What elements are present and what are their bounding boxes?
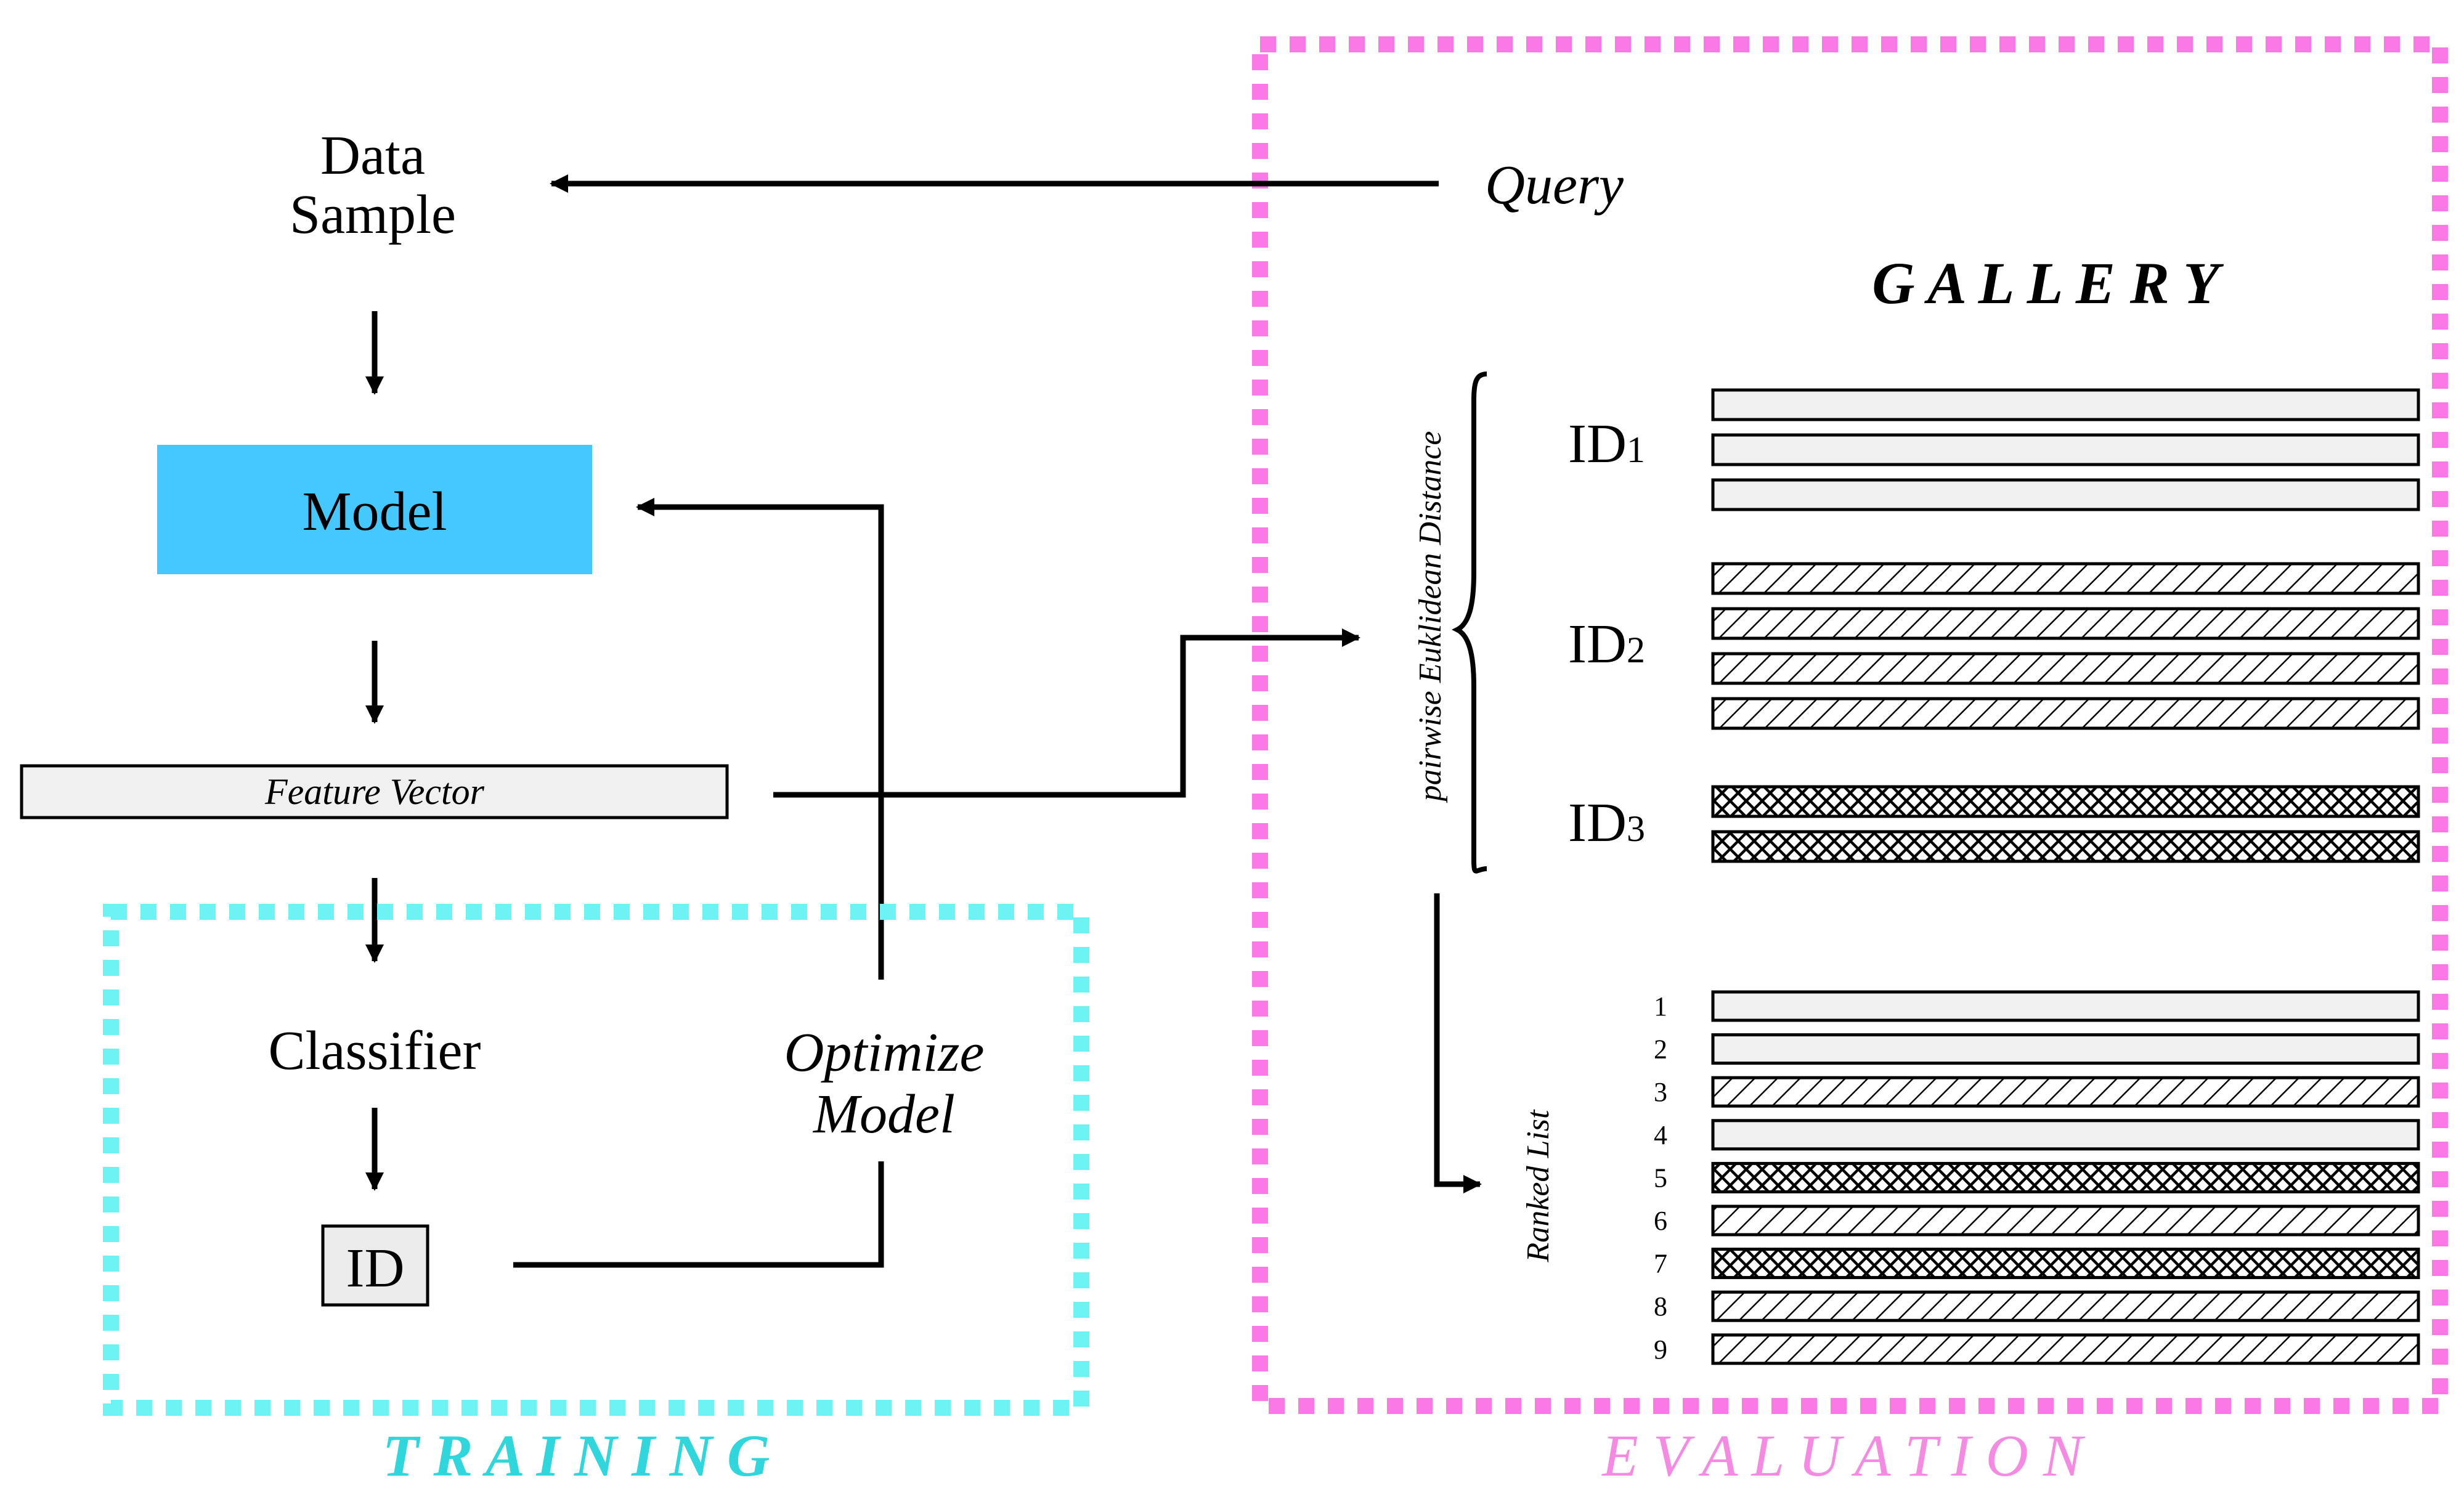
id-box bbox=[321, 1224, 429, 1307]
evaluation-section-label: E V A L U A T I O N bbox=[1601, 1423, 2086, 1489]
ranked-number: 9 bbox=[1654, 1334, 1667, 1365]
optimize-label-line2: Model bbox=[812, 1084, 955, 1145]
gallery-group-3: ID3 bbox=[1568, 792, 1645, 853]
gallery-bar bbox=[1711, 433, 2420, 466]
ranked-bar bbox=[1711, 1033, 2420, 1065]
ranked-number: 4 bbox=[1654, 1120, 1667, 1150]
gallery-bar bbox=[1711, 785, 2420, 818]
ranked-number: 2 bbox=[1654, 1034, 1667, 1065]
ranked-number: 1 bbox=[1654, 991, 1667, 1022]
gallery-bar bbox=[1711, 388, 2420, 421]
ranked-bar bbox=[1711, 1076, 2420, 1108]
gallery-bar bbox=[1711, 652, 2420, 685]
optimize-to-model-arrow bbox=[636, 498, 884, 980]
gallery-bar bbox=[1711, 562, 2420, 595]
feature-to-evaluation-line bbox=[773, 628, 1360, 798]
model-box bbox=[157, 445, 592, 574]
ranked-list-label: Ranked List bbox=[1521, 1109, 1556, 1263]
gallery-group-label: ID1 bbox=[1568, 413, 1645, 474]
distance-label: pairwise Euklidean Distance bbox=[1413, 431, 1448, 804]
ranked-bar bbox=[1711, 1333, 2420, 1365]
gallery-bar bbox=[1711, 830, 2420, 863]
classifier-label: Classifier bbox=[269, 1020, 481, 1081]
gallery-bar bbox=[1711, 607, 2420, 640]
ranked-bar bbox=[1711, 1161, 2420, 1193]
training-section-label: T R A I N I N G bbox=[383, 1423, 770, 1489]
data-sample-label-line2: Sample bbox=[290, 184, 456, 245]
ranked-bar bbox=[1711, 1248, 2420, 1280]
ranked-number: 7 bbox=[1654, 1249, 1667, 1279]
ranked-number: 6 bbox=[1654, 1206, 1667, 1236]
gallery-bars bbox=[1711, 388, 2420, 863]
ranked-number: 5 bbox=[1654, 1163, 1667, 1193]
training-frame bbox=[103, 904, 1089, 1416]
gallery-bar bbox=[1711, 478, 2420, 511]
gallery-group-2: ID2 bbox=[1568, 614, 1645, 675]
gallery-group-label: ID2 bbox=[1568, 614, 1645, 675]
gallery-group-1: ID1 bbox=[1568, 413, 1645, 474]
feature-vector-bar bbox=[20, 764, 729, 819]
gallery-bar bbox=[1711, 697, 2420, 730]
ranked-list-arrow bbox=[1434, 893, 1482, 1193]
id-label: ID bbox=[346, 1238, 405, 1299]
ranked-bar bbox=[1711, 1204, 2420, 1237]
data-sample-label-line1: Data bbox=[320, 125, 425, 186]
optimize-feedback-line bbox=[513, 1161, 884, 1268]
gallery-brace bbox=[1452, 372, 1487, 874]
optimize-label-line1: Optimize bbox=[784, 1022, 985, 1083]
ranked-number: 8 bbox=[1654, 1291, 1667, 1322]
feature-vector-label: Feature Vector bbox=[264, 771, 485, 812]
ranked-bar bbox=[1711, 1290, 2420, 1322]
ranked-bars: 1 2 3 4 5 6 7 8 9 bbox=[1654, 990, 2420, 1365]
query-label: Query bbox=[1485, 155, 1624, 216]
ranked-number: 3 bbox=[1654, 1077, 1667, 1107]
gallery-group-label: ID3 bbox=[1568, 792, 1645, 853]
ranked-bar bbox=[1711, 990, 2420, 1022]
gallery-title: G A L L E R Y bbox=[1872, 250, 2224, 316]
ranked-bar bbox=[1711, 1119, 2420, 1151]
model-label: Model bbox=[303, 481, 447, 542]
